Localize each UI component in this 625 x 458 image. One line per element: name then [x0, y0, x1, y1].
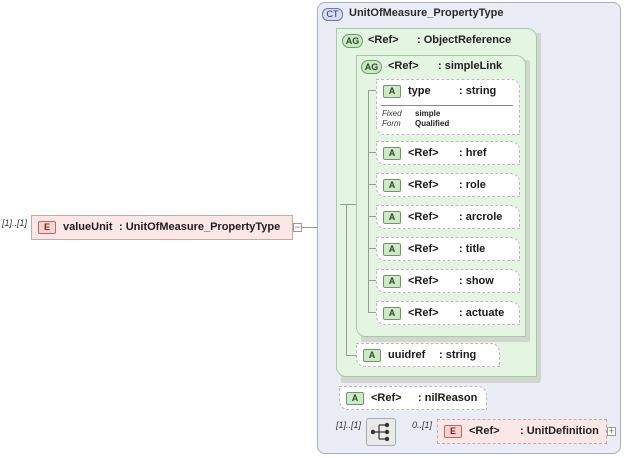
- ag-inner-type: : simpleLink: [438, 60, 503, 72]
- collapse-icon[interactable]: −: [293, 222, 302, 232]
- fixed-value: simple: [415, 109, 441, 118]
- attribute-title-type: : title: [459, 243, 486, 255]
- attribute-uuidref[interactable]: A uuidref : string: [356, 343, 500, 367]
- element-badge: E: [444, 425, 462, 438]
- fixed-label: Fixed: [382, 109, 402, 118]
- unit-definition-ref: <Ref>: [469, 425, 500, 437]
- attribute-type[interactable]: A type : string Fixed simple Form Qualif…: [376, 79, 520, 135]
- sequence-icon: [370, 422, 390, 442]
- root-element-valueUnit[interactable]: E valueUnit : UnitOfMeasure_PropertyType: [31, 215, 293, 240]
- sequence-compositor[interactable]: [366, 418, 396, 446]
- attribute-badge: A: [363, 349, 381, 362]
- attribute-badge: A: [383, 307, 401, 320]
- complex-type-badge: CT: [322, 8, 343, 21]
- connector-uuidref: [346, 355, 356, 356]
- connector-arcrole: [368, 216, 376, 217]
- attribute-title-ref: <Ref>: [408, 243, 439, 255]
- connector-inner-vertical: [368, 90, 369, 313]
- attribute-arcrole[interactable]: A <Ref> : arcrole: [376, 205, 520, 229]
- attribute-type-name: type: [408, 85, 431, 97]
- connector-actuate: [368, 312, 376, 313]
- root-element-type: : UnitOfMeasure_PropertyType: [119, 221, 281, 233]
- connector-root-to-ct: [300, 227, 326, 228]
- attribute-badge: A: [383, 147, 401, 160]
- ag-inner-badge: AG: [361, 60, 382, 74]
- attribute-role-ref: <Ref>: [408, 179, 439, 191]
- root-element-type-text: UnitOfMeasure_PropertyType: [125, 221, 281, 233]
- connector-outer-to-inner: [340, 204, 356, 205]
- attribute-badge: A: [346, 392, 364, 405]
- attribute-badge: A: [383, 243, 401, 256]
- attribute-nilreason-ref: <Ref>: [371, 392, 402, 404]
- attribute-show-type: : show: [459, 275, 494, 287]
- connector-outer-vertical: [346, 204, 347, 356]
- attribute-role-type: : role: [459, 179, 486, 191]
- attribute-uuidref-type: : string: [439, 349, 477, 361]
- attribute-badge: A: [383, 211, 401, 224]
- attribute-href-type: : href: [459, 147, 487, 159]
- attribute-type-divider: [381, 105, 513, 106]
- attribute-actuate[interactable]: A <Ref> : actuate: [376, 301, 520, 325]
- root-cardinality: [1]..[1]: [2, 218, 28, 228]
- attribute-arcrole-ref: <Ref>: [408, 211, 439, 223]
- expand-icon[interactable]: +: [607, 426, 616, 436]
- attribute-title[interactable]: A <Ref> : title: [376, 237, 520, 261]
- sequence-cardinality: [1]..[1]: [336, 420, 362, 430]
- attribute-type-type: : string: [459, 85, 497, 97]
- connector-href: [368, 152, 376, 153]
- attribute-href-ref: <Ref>: [408, 147, 439, 159]
- unit-definition-type: : UnitDefinition: [520, 425, 599, 437]
- attribute-show[interactable]: A <Ref> : show: [376, 269, 520, 293]
- complex-type-title: UnitOfMeasure_PropertyType: [349, 7, 504, 19]
- connector-inner-type: [368, 90, 376, 91]
- attribute-href[interactable]: A <Ref> : href: [376, 141, 520, 165]
- form-label: Form: [382, 119, 401, 128]
- ag-outer-type: : ObjectReference: [417, 34, 512, 46]
- attribute-badge: A: [383, 179, 401, 192]
- attribute-badge: A: [383, 85, 401, 98]
- attribute-role[interactable]: A <Ref> : role: [376, 173, 520, 197]
- unit-definition-cardinality: 0..[1]: [412, 420, 433, 430]
- ag-outer-badge: AG: [342, 34, 363, 48]
- attribute-actuate-ref: <Ref>: [408, 307, 439, 319]
- connector-title: [368, 248, 376, 249]
- element-unit-definition[interactable]: E <Ref> : UnitDefinition: [437, 419, 607, 444]
- connector-role: [368, 184, 376, 185]
- attribute-actuate-type: : actuate: [459, 307, 505, 319]
- ag-outer-ref: <Ref>: [368, 34, 399, 46]
- attribute-arcrole-type: : arcrole: [459, 211, 503, 223]
- attribute-nilreason-type: : nilReason: [418, 392, 478, 404]
- root-element-name: valueUnit: [63, 221, 113, 233]
- ag-inner-ref: <Ref>: [388, 60, 419, 72]
- attribute-uuidref-name: uuidref: [388, 349, 426, 361]
- attribute-show-ref: <Ref>: [408, 275, 439, 287]
- attribute-nilreason[interactable]: A <Ref> : nilReason: [339, 386, 487, 410]
- connector-show: [368, 280, 376, 281]
- element-badge: E: [38, 221, 56, 234]
- form-value: Qualified: [415, 119, 450, 128]
- attribute-badge: A: [383, 275, 401, 288]
